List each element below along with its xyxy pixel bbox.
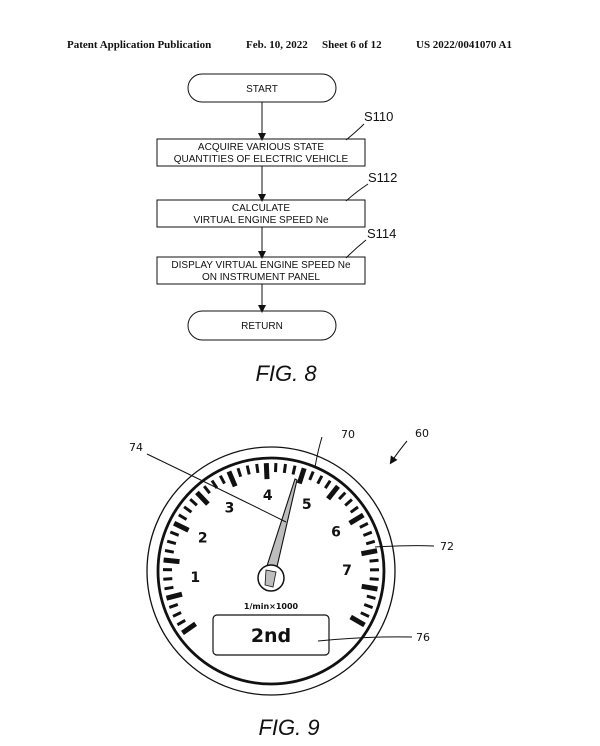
ref-72: 72 xyxy=(440,540,454,553)
major-tick xyxy=(263,462,270,480)
leader-76 xyxy=(317,636,413,642)
fig8-caption: FIG. 8 xyxy=(255,361,317,386)
minor-tick xyxy=(183,505,193,514)
fig8-flowchart xyxy=(156,73,369,341)
dial-number-3: 3 xyxy=(225,500,235,516)
fig9-caption: FIG. 9 xyxy=(258,715,319,740)
ref-60: 60 xyxy=(415,427,429,440)
major-tick xyxy=(349,614,366,628)
minor-tick xyxy=(164,585,174,591)
header-sheet: Sheet 6 of 12 xyxy=(322,39,382,51)
minor-tick xyxy=(169,530,180,537)
minor-tick xyxy=(176,619,186,627)
major-tick xyxy=(163,557,180,565)
s114-leader xyxy=(345,239,367,259)
step-id-s112: S112 xyxy=(368,170,397,185)
minor-tick xyxy=(316,475,324,485)
return-label: RETURN xyxy=(241,321,283,332)
ref-76: 76 xyxy=(416,631,430,644)
s112-leader xyxy=(345,183,369,202)
ref-74: 74 xyxy=(129,441,143,454)
minor-tick xyxy=(164,549,175,554)
dial-number-4: 4 xyxy=(263,488,273,504)
minor-tick xyxy=(291,465,297,475)
step-s112-line1: CALCULATE xyxy=(232,203,290,214)
fig8-step-ids: S110 S112 S114 xyxy=(364,109,397,241)
minor-tick xyxy=(362,530,373,537)
minor-tick xyxy=(163,577,173,581)
dial-number-6: 6 xyxy=(331,525,341,541)
minor-tick xyxy=(365,539,376,546)
minor-tick xyxy=(324,479,332,490)
minor-tick xyxy=(338,491,347,501)
needle-tail xyxy=(264,569,277,588)
header-publication: Patent Application Publication xyxy=(67,39,212,51)
major-tick xyxy=(226,470,238,488)
step-s112-line2: VIRTUAL ENGINE SPEED Ne xyxy=(193,215,328,226)
fig9-reference-numerals: 70 60 74 72 76 xyxy=(129,427,454,644)
step-s110-line2: QUANTITIES OF ELECTRIC VEHICLE xyxy=(174,154,349,165)
fig9-leader-lines xyxy=(146,436,435,642)
minor-tick xyxy=(344,498,353,507)
major-tick xyxy=(195,490,210,506)
major-tick xyxy=(361,583,378,592)
gauge-scale-ticks xyxy=(162,462,380,635)
minor-tick xyxy=(369,577,379,581)
fig8-labels: START ACQUIRE VARIOUS STATE QUANTITIES O… xyxy=(171,84,351,332)
minor-tick xyxy=(349,505,359,514)
minor-tick xyxy=(360,611,370,618)
minor-tick xyxy=(282,463,287,474)
header-number: US 2022/0041070 A1 xyxy=(416,39,512,51)
gear-indicator-box xyxy=(212,614,330,656)
minor-tick xyxy=(369,558,379,563)
start-label: START xyxy=(246,84,278,95)
s110-leader xyxy=(345,123,365,141)
major-tick xyxy=(326,484,340,501)
major-tick xyxy=(348,512,365,526)
minor-tick xyxy=(236,467,243,478)
gauge-unit-label: 1/min×1000 xyxy=(244,602,299,611)
minor-tick xyxy=(359,522,369,529)
step-s114-box xyxy=(156,256,366,285)
ref-70: 70 xyxy=(341,428,355,441)
gauge-dial-numbers: 1 2 3 4 5 6 7 xyxy=(190,488,352,586)
major-tick xyxy=(296,467,307,485)
minor-tick xyxy=(255,463,260,474)
leader-74 xyxy=(146,453,287,523)
major-tick xyxy=(165,591,183,601)
major-tick xyxy=(172,520,190,533)
leader-72 xyxy=(374,545,435,548)
minor-tick xyxy=(166,539,177,546)
leader-60-arrow xyxy=(389,440,408,465)
minor-tick xyxy=(366,594,376,600)
major-tick xyxy=(360,548,378,557)
gear-indicator-value: 2nd xyxy=(251,625,291,647)
step-s114-line1: DISPLAY VIRTUAL ENGINE SPEED Ne xyxy=(171,260,351,271)
dial-number-5: 5 xyxy=(302,497,312,513)
minor-tick xyxy=(178,513,188,521)
minor-tick xyxy=(363,603,374,610)
step-id-s114: S114 xyxy=(367,226,396,241)
step-s112-box xyxy=(156,199,366,228)
dial-number-2: 2 xyxy=(198,530,208,546)
step-s110-line1: ACQUIRE VARIOUS STATE xyxy=(198,142,324,153)
minor-tick xyxy=(189,498,198,507)
step-s114-line2: ON INSTRUMENT PANEL xyxy=(202,272,320,283)
fig9-tachometer: 1 2 3 4 5 6 7 1/min×1000 2nd xyxy=(146,446,396,696)
dial-number-1: 1 xyxy=(190,570,200,586)
minor-tick xyxy=(168,602,179,609)
major-tick xyxy=(181,621,198,635)
minor-tick xyxy=(245,465,251,475)
minor-tick xyxy=(172,611,182,618)
minor-tick xyxy=(210,479,219,489)
minor-tick xyxy=(218,474,226,485)
minor-tick xyxy=(308,471,315,481)
header-date: Feb. 10, 2022 xyxy=(246,39,308,51)
dial-number-7: 7 xyxy=(342,563,352,579)
leader-70 xyxy=(314,436,323,468)
step-id-s110: S110 xyxy=(364,109,393,124)
minor-tick xyxy=(203,485,211,495)
